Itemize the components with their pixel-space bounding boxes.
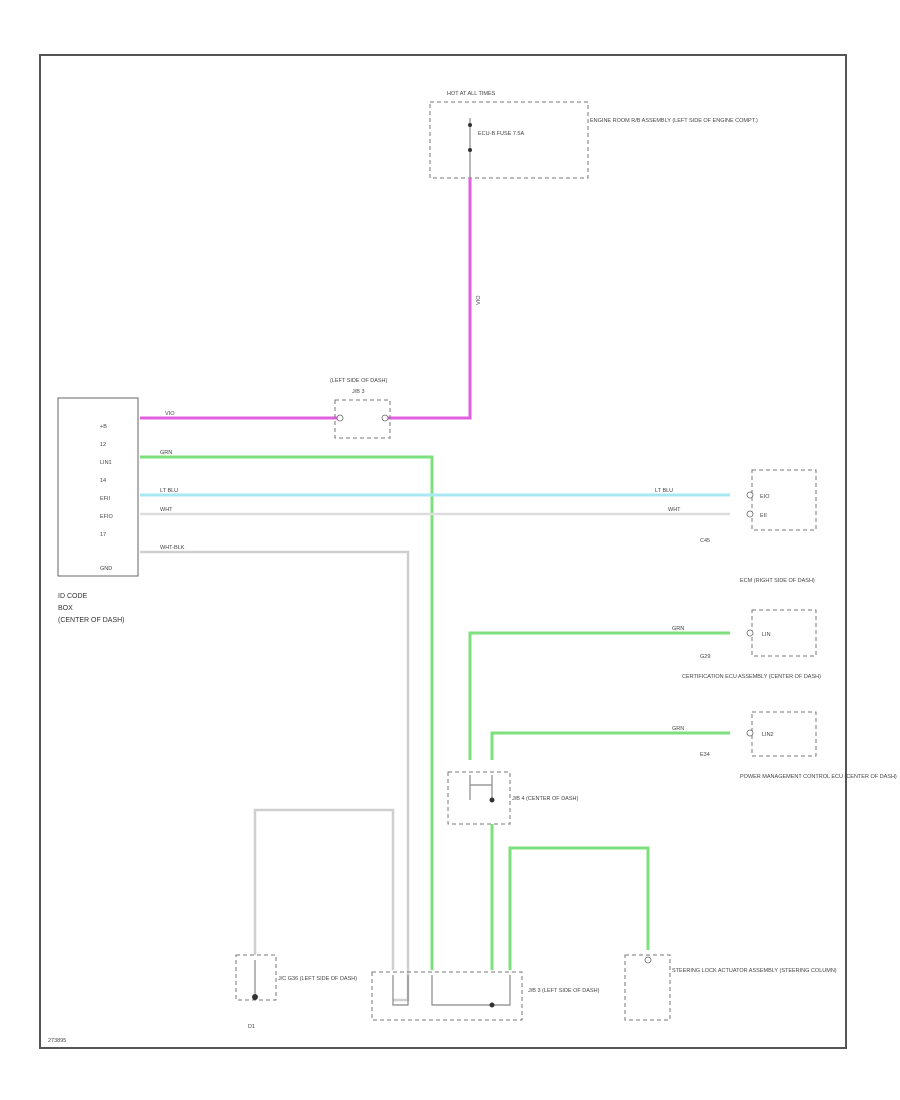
wire-grn-label: GRN: [160, 450, 172, 456]
jb3-upper-location: (LEFT SIDE OF DASH): [330, 378, 388, 384]
pin-label-efii: EFII: [100, 496, 111, 502]
fuse-box: HOT AT ALL TIMES ECU-B FUSE 7.5A ENGINE …: [429, 91, 758, 179]
id-code-label2: BOX: [58, 605, 73, 612]
jb3-upper-name: J/B 3: [352, 389, 365, 395]
pin-label-b: +B: [100, 424, 107, 430]
pin-label-12: 12: [100, 442, 106, 448]
wire-vio-vertical-label: VIO: [476, 295, 482, 305]
cert-pin-lin: LIN: [762, 632, 771, 638]
cert-connector: G29: [700, 654, 710, 660]
id-code-label: ID CODE: [58, 593, 88, 600]
jb3-bottom: J/B 3 (LEFT SIDE OF DASH): [371, 971, 600, 1021]
figure-id: 273895: [48, 1038, 66, 1044]
pin-label-gnd: GND: [100, 566, 112, 572]
pin-label-14: 14: [100, 478, 106, 484]
wire-vio-label: VIO: [165, 411, 175, 417]
steering-lock: STEERING LOCK ACTUATOR ASSEMBLY (STEERIN…: [624, 954, 837, 1021]
power-connector: E34: [700, 752, 710, 758]
diagram-frame: [39, 54, 847, 1049]
jb3-upper: (LEFT SIDE OF DASH) J/B 3: [330, 378, 391, 439]
id-code-box: +B 12 LIN1 14 EFII EFIO 17 GND ID CODE B…: [57, 397, 139, 624]
ground-label: J/C G36 (LEFT SIDE OF DASH): [278, 976, 357, 982]
wire-wht-label-right: WHT: [668, 507, 681, 513]
id-code-label3: (CENTER OF DASH): [58, 617, 125, 624]
cert-wire-label: GRN: [672, 626, 684, 632]
wire-lt-blu: LT BLU LT BLU: [140, 488, 730, 497]
wire-lt-blu-label-right: LT BLU: [655, 488, 673, 494]
power-management-ecu: LIN2 E34 POWER MANAGEMENT CONTROL ECU (C…: [490, 711, 897, 780]
certification-ecu: LIN G29 CERTIFICATION ECU ASSEMBLY (CENT…: [468, 609, 821, 760]
jb4: J/B 4 (CENTER OF DASH): [447, 771, 578, 825]
wire-ground: [253, 808, 395, 970]
fuse-hot-label: HOT AT ALL TIMES: [447, 91, 496, 97]
wire-wht-label-left: WHT: [160, 507, 173, 513]
wire-wht-blk: WHT-BLK: [140, 545, 410, 1002]
power-label: POWER MANAGEMENT CONTROL ECU (CENTER OF …: [740, 774, 897, 780]
steering-label: STEERING LOCK ACTUATOR ASSEMBLY (STEERIN…: [672, 968, 837, 974]
pin-label-lin1: LIN1: [100, 460, 112, 466]
fuse-location-label: ENGINE ROOM R/B ASSEMBLY (LEFT SIDE OF E…: [590, 118, 758, 124]
cert-label: CERTIFICATION ECU ASSEMBLY (CENTER OF DA…: [682, 674, 821, 680]
ecm-pin-eio: EIO: [760, 494, 770, 500]
ecm-pin-eii: EII: [760, 513, 767, 519]
jb3-bottom-label: J/B 3 (LEFT SIDE OF DASH): [528, 988, 600, 994]
pin-label-efio: EFIO: [100, 514, 114, 520]
ground-junction: J/C G36 (LEFT SIDE OF DASH) D1: [235, 954, 357, 1030]
fuse-label: ECU-B FUSE 7.5A: [478, 131, 524, 137]
wire-grn-down: [490, 824, 650, 970]
wire-grn-main: GRN: [140, 450, 434, 970]
wire-wht-blk-label: WHT-BLK: [160, 545, 185, 551]
wire-wht: WHT WHT: [140, 507, 730, 516]
ecm-label: ECM (RIGHT SIDE OF DASH): [740, 578, 815, 584]
wire-vio: VIO VIO: [140, 178, 482, 420]
jb4-label: J/B 4 (CENTER OF DASH): [512, 796, 578, 802]
pin-label-17: 17: [100, 532, 106, 538]
power-pin-lin2: LIN2: [762, 732, 774, 738]
ecm-connector: C45: [700, 538, 710, 544]
wire-lt-blu-label-left: LT BLU: [160, 488, 178, 494]
ground-name: D1: [248, 1024, 255, 1030]
ecm-box: EIO EII C45 ECM (RIGHT SIDE OF DASH): [700, 469, 817, 584]
power-wire-label: GRN: [672, 726, 684, 732]
